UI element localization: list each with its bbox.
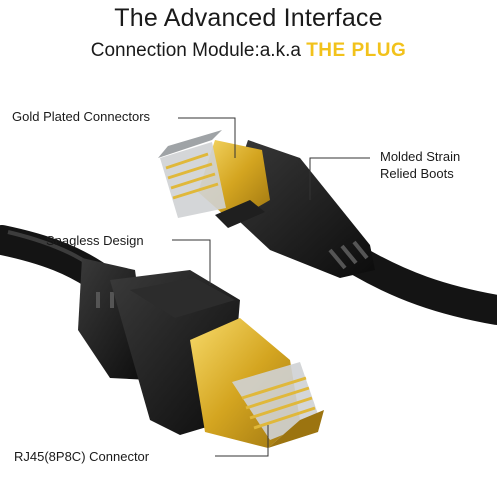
callout-relied-boots: Relied Boots <box>380 166 454 181</box>
lower-connector <box>78 258 324 448</box>
page-title: The Advanced Interface <box>114 4 383 32</box>
callout-snagless-design: Snagless Design <box>46 233 144 248</box>
callout-rj45-connector: RJ45(8P8C) Connector <box>14 449 150 464</box>
subtitle-brand: THE PLUG <box>306 40 407 61</box>
upper-connector <box>158 130 375 278</box>
subtitle-prefix: Connection Module:a.k.a <box>90 40 307 61</box>
callout-molded-strain: Molded Strain <box>380 149 461 164</box>
callout-lines <box>172 117 370 457</box>
page-subtitle: Connection Module:a.k.a THE PLUG <box>0 40 497 62</box>
callout-gold-plated-connectors: Gold Plated Connectors <box>12 109 151 124</box>
